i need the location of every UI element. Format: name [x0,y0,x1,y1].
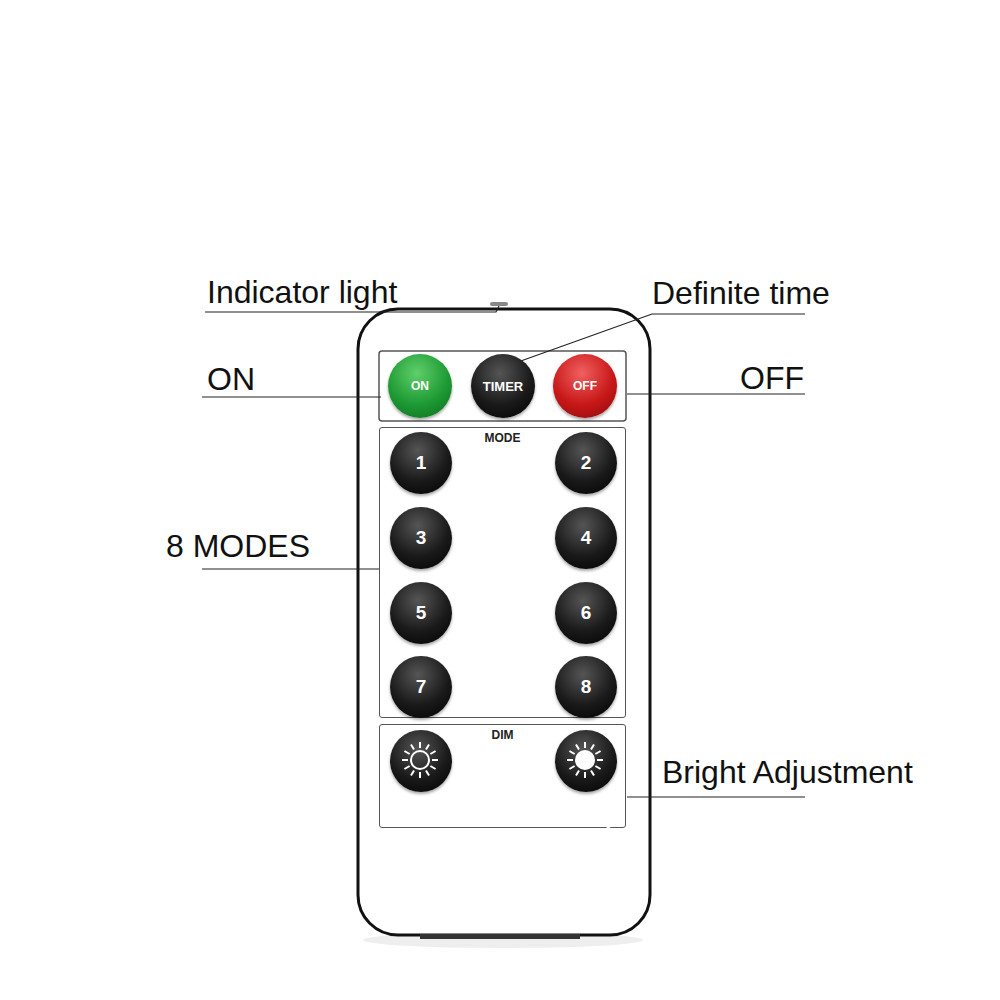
leader-line [518,314,805,362]
sun-ray [591,744,594,749]
dim-panel: DIM−+ [379,724,626,828]
mode-button: 6 [555,582,617,644]
mode-panel: MODE12345678 [379,427,626,718]
button-label: 2 [581,452,592,474]
mode-button: 8 [555,656,617,718]
sun-ray [426,744,429,749]
callout-on: ON [207,363,255,395]
sun-ray [576,770,579,775]
dim-plus-button: + [555,730,617,792]
button-label: 8 [581,676,592,698]
sun-ray [426,770,429,775]
sun-ray [591,770,594,775]
callout-off: OFF [740,362,804,394]
sun-ray [411,770,414,775]
button-label: ON [411,379,429,393]
sun-ray [569,766,574,769]
sun-ray [595,766,600,769]
sun-icon [567,742,603,778]
sun-ray [432,759,438,761]
sun-ray [419,772,421,778]
dim-minus-button: − [390,730,452,792]
button-label: TIMER [483,379,523,394]
sun-ray [430,751,435,754]
leader-line [202,568,380,569]
remote-bottom-edge [420,934,580,939]
mode-button: 4 [555,507,617,569]
callout-modes: 8 MODES [166,530,310,562]
sun-core [576,751,594,769]
sun-ray [402,759,408,761]
on-button: ON [388,354,452,418]
callout-timer: Definite time [652,277,830,309]
mode-button: 5 [390,582,452,644]
sun-ray [569,751,574,754]
button-label: 6 [581,602,592,624]
leader-line [627,796,805,797]
button-label: 7 [416,676,427,698]
sun-ray [584,742,586,748]
sun-ray [411,744,414,749]
off-button: OFF [553,354,617,418]
sun-icon [402,742,438,778]
sun-ray [595,751,600,754]
button-label: 5 [416,602,427,624]
mode-button: 7 [390,656,452,718]
callout-brightness: Bright Adjustment [662,756,913,788]
indicator-light [490,302,508,306]
button-label: 1 [416,452,427,474]
leader-line [202,396,381,397]
mode-button: 3 [390,507,452,569]
sun-ray [404,751,409,754]
timer-button: TIMER [471,354,535,418]
dim-sign: − [434,810,452,840]
sun-ray [419,742,421,748]
dim-sign: + [599,810,617,840]
sun-ray [430,766,435,769]
button-label: 3 [416,527,427,549]
button-label: OFF [573,379,597,393]
sun-ray [584,772,586,778]
sun-ray [567,759,573,761]
sun-ray [404,766,409,769]
button-label: 4 [581,527,592,549]
mode-button: 2 [555,432,617,494]
mode-button: 1 [390,432,452,494]
remote-body [358,309,650,935]
callout-indicator: Indicator light [207,276,397,308]
sun-core [411,751,429,769]
sun-ray [597,759,603,761]
power-panel [379,351,626,421]
sun-ray [576,744,579,749]
